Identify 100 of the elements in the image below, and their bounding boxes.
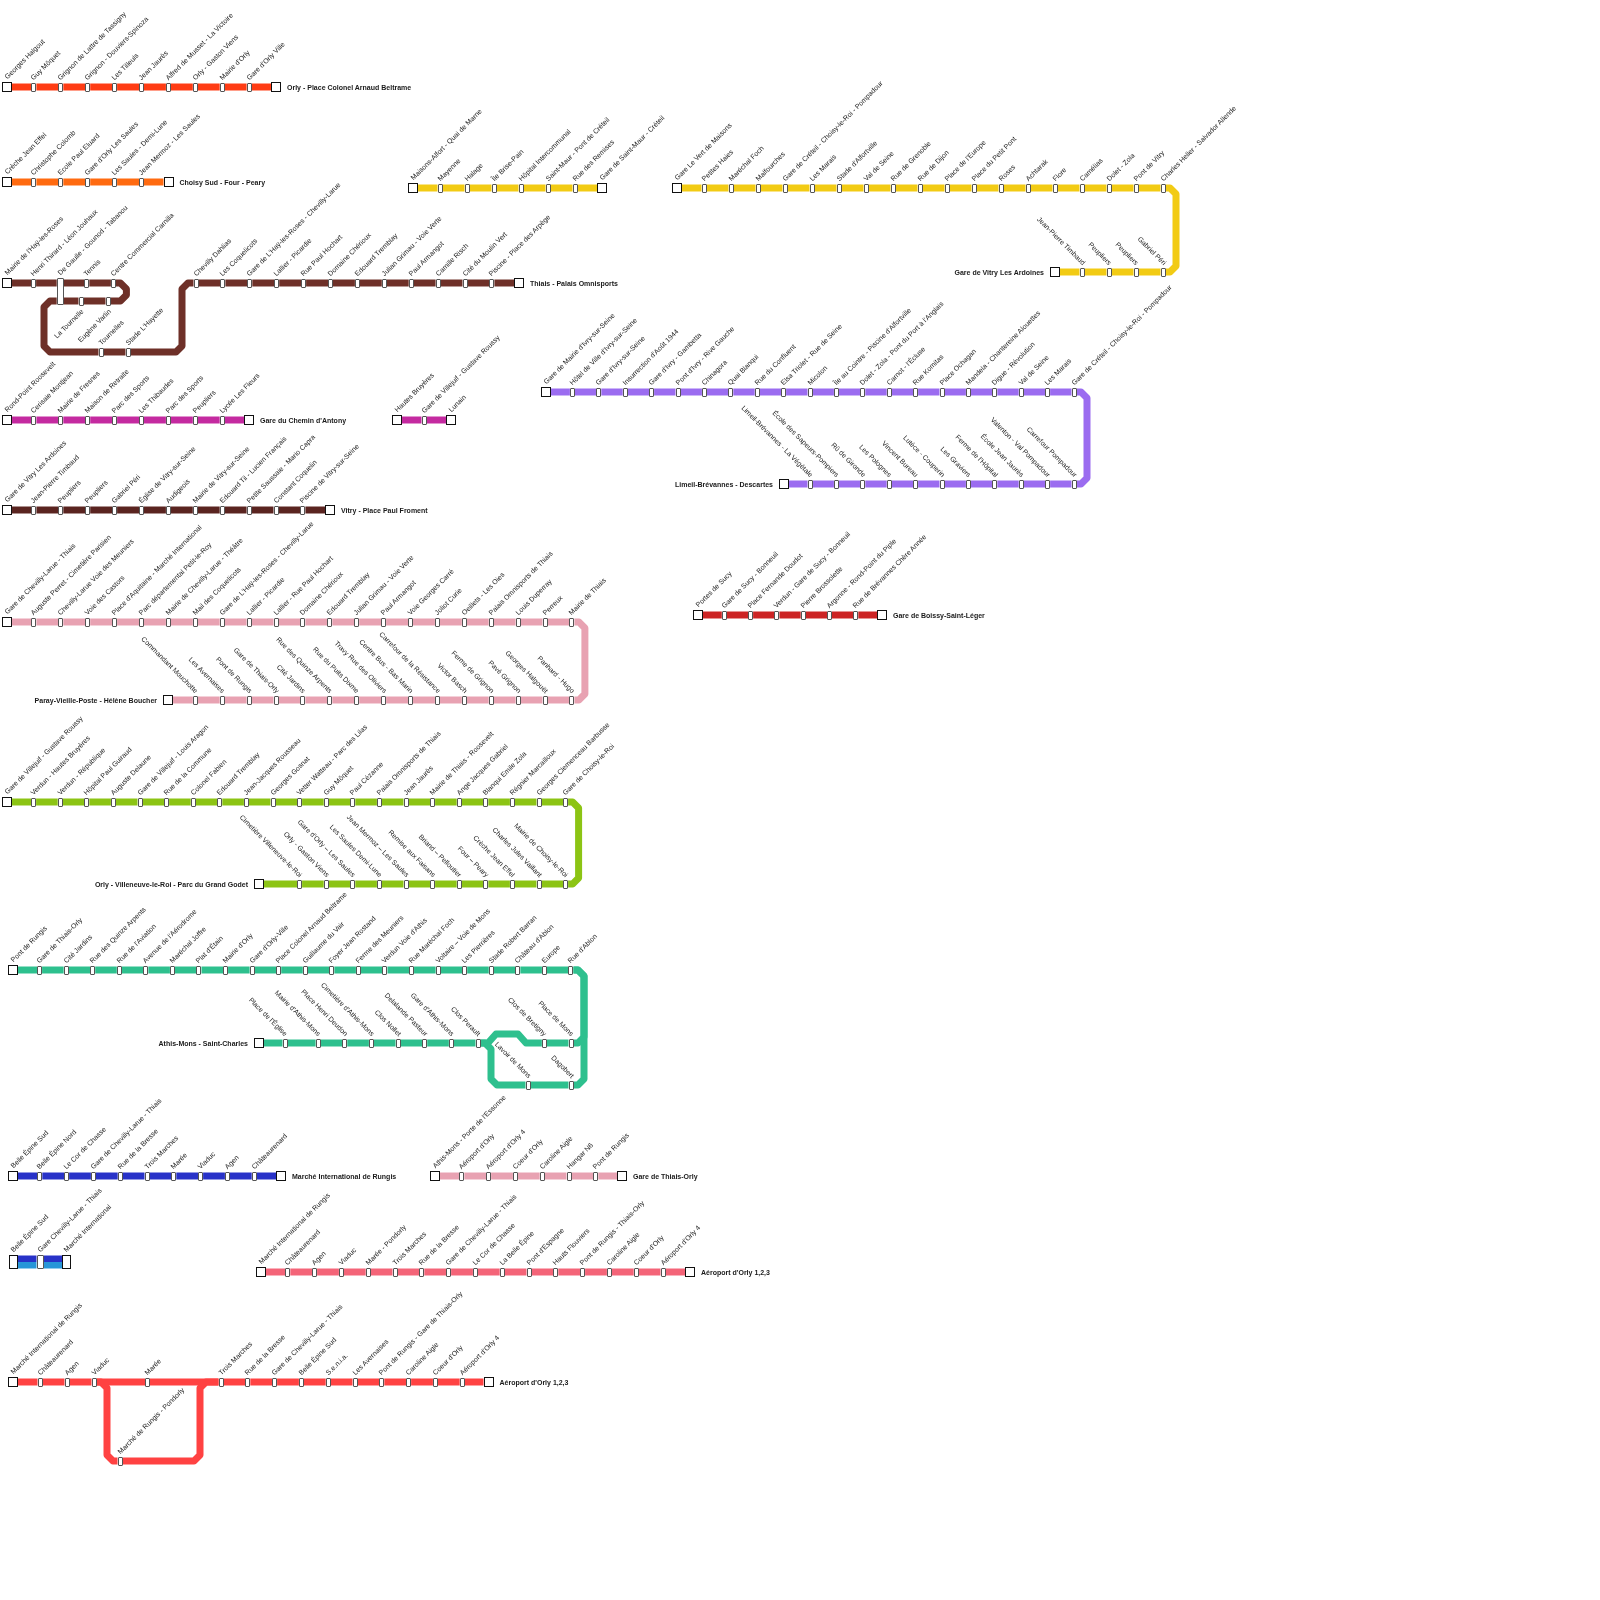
route-line <box>706 184 729 192</box>
route-line <box>550 184 573 192</box>
route-line <box>1057 184 1080 192</box>
route-line <box>426 416 446 424</box>
route-line <box>453 1039 476 1047</box>
route-line <box>12 618 32 626</box>
route-line <box>12 83 32 91</box>
route-line <box>122 1378 219 1465</box>
route-line <box>330 1378 353 1386</box>
route-line <box>43 1255 62 1262</box>
route-line <box>726 611 749 619</box>
route-line <box>577 184 597 192</box>
route-line <box>467 279 490 287</box>
route-line <box>357 1378 380 1386</box>
route-line <box>174 966 197 974</box>
route-line <box>469 184 492 192</box>
route-line <box>103 348 126 356</box>
route-line <box>251 506 274 514</box>
route-line <box>838 388 861 396</box>
route-line <box>838 480 861 488</box>
route-line <box>523 184 546 192</box>
route-line <box>682 184 702 192</box>
route-line <box>733 184 756 192</box>
route-line <box>408 798 431 806</box>
route-line <box>397 1268 420 1276</box>
route-line <box>381 880 404 888</box>
route-line <box>868 184 891 192</box>
route-line <box>69 1378 92 1386</box>
route-line <box>520 618 543 626</box>
route-line <box>360 966 383 974</box>
route-line <box>12 178 32 186</box>
route-line <box>760 184 783 192</box>
route-line <box>307 966 330 974</box>
route-line <box>12 416 32 424</box>
route-line <box>440 1172 460 1180</box>
route-line <box>402 416 422 424</box>
route-line <box>547 696 570 704</box>
route-line <box>1084 184 1107 192</box>
route-line <box>251 618 274 626</box>
route-line <box>1023 480 1046 488</box>
route-line <box>1084 268 1107 276</box>
route-line <box>408 880 431 888</box>
route-line <box>62 798 85 806</box>
route-line <box>251 83 271 91</box>
route-line <box>12 279 32 287</box>
route-line <box>1138 184 1161 192</box>
route-line <box>970 388 993 396</box>
route-line <box>440 279 463 287</box>
route-line <box>130 279 194 356</box>
route-line <box>256 1172 276 1180</box>
route-line <box>504 1268 527 1276</box>
route-line <box>400 1039 423 1047</box>
route-line <box>63 279 85 287</box>
route-line <box>638 1268 661 1276</box>
route-line <box>461 798 484 806</box>
route-line <box>440 966 463 974</box>
route-line <box>122 1172 145 1180</box>
route-line <box>787 184 810 192</box>
route-line <box>254 966 277 974</box>
route-line <box>224 416 244 424</box>
route-line <box>814 184 837 192</box>
route-line <box>266 1268 286 1276</box>
route-line <box>520 696 543 704</box>
route-line <box>68 966 91 974</box>
route-line <box>278 618 301 626</box>
route-line <box>18 1378 38 1386</box>
route-line <box>891 388 914 396</box>
route-line <box>115 798 138 806</box>
route-line <box>706 388 729 396</box>
route-line <box>18 1255 37 1262</box>
route-line <box>493 966 516 974</box>
route-line <box>18 1172 38 1180</box>
route-line <box>142 798 165 806</box>
route-line <box>514 880 537 888</box>
route-line <box>442 184 465 192</box>
route-line <box>1060 268 1080 276</box>
route-line <box>464 1378 484 1386</box>
route-line <box>223 1378 246 1386</box>
route-line <box>12 506 32 514</box>
route-line <box>841 184 864 192</box>
route-line <box>18 966 38 974</box>
route-line <box>546 1039 569 1047</box>
route-line <box>12 798 32 806</box>
route-line <box>18 1262 37 1269</box>
route-line <box>571 1172 594 1180</box>
route-line <box>496 184 519 192</box>
route-line <box>1138 268 1161 276</box>
route-line <box>976 184 999 192</box>
route-line <box>264 1039 283 1047</box>
route-line <box>1030 184 1053 192</box>
route-line <box>461 880 484 888</box>
route-line <box>195 798 218 806</box>
route-line <box>278 506 301 514</box>
route-line <box>1165 184 1180 276</box>
route-line <box>530 1081 569 1089</box>
route-line <box>1076 388 1091 488</box>
route-line <box>544 1172 567 1180</box>
route-line <box>40 297 99 356</box>
route-line <box>665 1268 685 1276</box>
route-line <box>627 388 650 396</box>
